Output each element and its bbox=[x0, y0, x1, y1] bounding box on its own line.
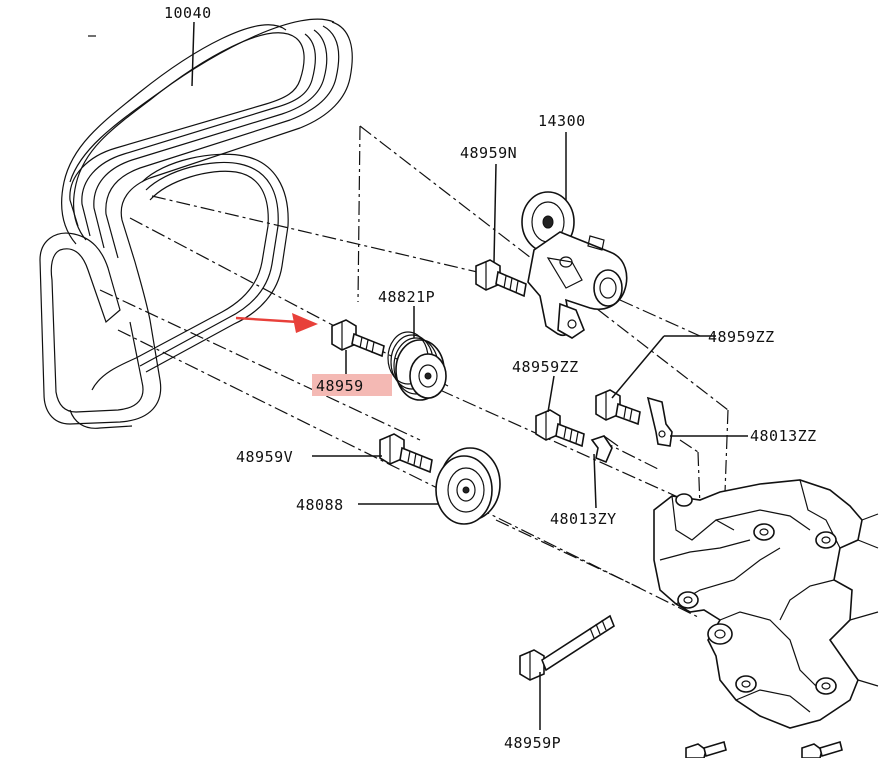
highlighted-bolt bbox=[331, 319, 385, 358]
label-idler-pulley-a: 48821P bbox=[378, 288, 435, 306]
bolt-zz-lower bbox=[535, 409, 585, 448]
label-tensioner: 14300 bbox=[538, 112, 586, 130]
bolt-v bbox=[379, 433, 433, 474]
engine-bracket bbox=[653, 479, 879, 729]
label-bolt-zz-lower: 48959ZZ bbox=[512, 358, 579, 376]
long-bolt bbox=[519, 614, 615, 681]
label-long-bolt: 48959P bbox=[504, 734, 561, 752]
clip-zy bbox=[590, 435, 619, 464]
label-idler-pulley-b: 48088 bbox=[296, 496, 344, 514]
label-bracket-zz: 48013ZZ bbox=[750, 427, 817, 445]
highlight-box bbox=[312, 374, 392, 396]
idler-pulley-grooved bbox=[387, 331, 447, 401]
tensioner-assembly bbox=[521, 191, 628, 339]
bolt-zz-upper bbox=[595, 389, 641, 426]
bracket-zz bbox=[646, 396, 673, 447]
label-belt: 10040 bbox=[164, 4, 212, 22]
idler-pulley-smooth bbox=[435, 447, 501, 525]
leader-lines bbox=[191, 21, 748, 730]
label-bolt-zz-upper: 48959ZZ bbox=[708, 328, 775, 346]
red-arrow bbox=[235, 313, 318, 333]
label-highlighted-bolt: 48959 bbox=[316, 377, 364, 395]
bottom-bolts bbox=[685, 740, 843, 758]
label-tensioner-bolt: 48959N bbox=[460, 144, 517, 162]
tensioner-bolt bbox=[475, 259, 527, 298]
label-bolt-v: 48959V bbox=[236, 448, 293, 466]
drive-belt bbox=[39, 18, 353, 429]
label-clip-zy: 48013ZY bbox=[550, 510, 617, 528]
